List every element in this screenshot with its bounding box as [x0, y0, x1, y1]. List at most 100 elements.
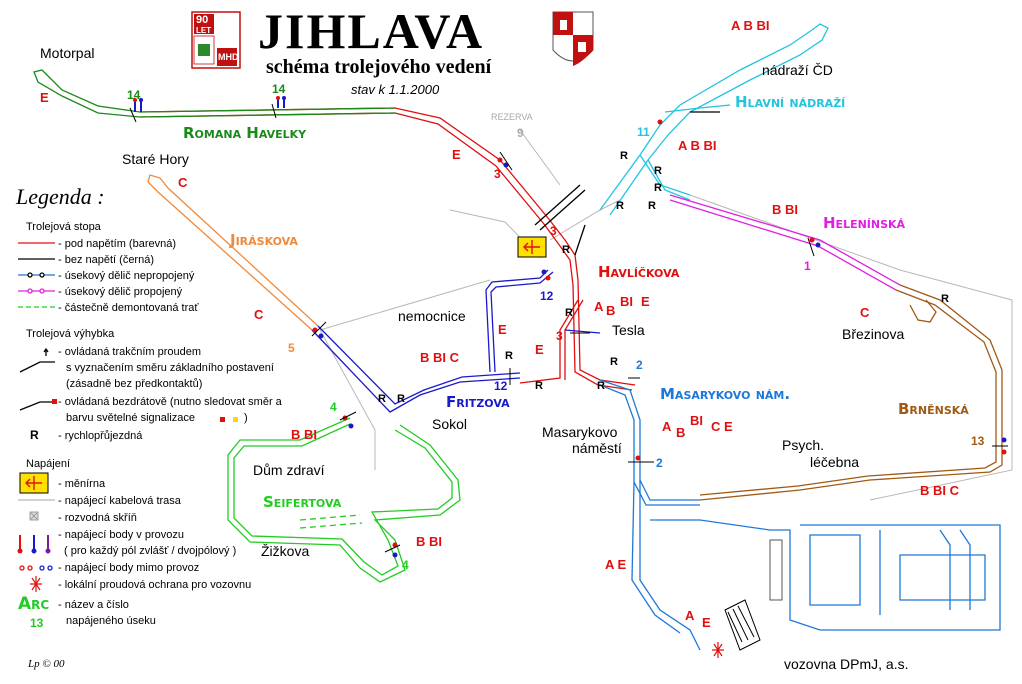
lines-havlickova-e: E — [641, 294, 650, 309]
route-green-havelky — [33, 69, 396, 118]
legend-p3: - rozvodná skříň — [58, 512, 137, 524]
dead-wire — [534, 111, 720, 256]
legend-title: Legenda : — [16, 184, 105, 209]
legend-p7-sample: Arc — [18, 594, 50, 614]
legend-trolley-head: Trolejová stopa — [26, 221, 101, 233]
num-3c: 3 — [556, 329, 563, 343]
badge-top: 90 — [196, 14, 209, 26]
legend-t2: - bez napětí (černá) — [58, 254, 154, 266]
place-sokol: Sokol — [432, 416, 468, 432]
route-blue-masarykovo — [599, 379, 1001, 651]
num-12b: 12 — [494, 379, 508, 393]
legend-p5: - napájecí body mimo provoz — [58, 562, 200, 574]
place-brezinova: Březinova — [842, 326, 905, 342]
lines-fritzova: B BI C — [420, 350, 459, 365]
r-marker: R — [535, 380, 543, 392]
lines-masarykovo-bi: BI — [690, 413, 703, 428]
lines-jiraskova-b: B BI — [291, 427, 317, 442]
num-14b: 14 — [272, 82, 286, 96]
num-5: 5 — [288, 341, 295, 355]
section-seifertova: Seifertova — [263, 493, 342, 511]
lines-stare-hory: C — [178, 175, 188, 190]
lines-brezinova: C — [860, 305, 870, 320]
section-heleninska: Helenínská — [823, 214, 906, 232]
lines-heleninska: B BI — [772, 202, 798, 217]
legend-p6: - lokální proudová ochrana pro vozovnu — [58, 579, 252, 591]
legend-s1b: s vyznačením směru základního postavení — [66, 362, 274, 374]
place-masarykovo-2: náměstí — [572, 440, 622, 456]
badge-mid: LET — [196, 26, 212, 35]
lines-zizkova-b: B BI — [416, 534, 442, 549]
section-dividers — [129, 103, 1008, 553]
r-marker: R — [378, 393, 386, 405]
r-marker: R — [505, 350, 513, 362]
r-marker: R — [654, 165, 662, 177]
num-1: 1 — [804, 259, 811, 273]
legend-t3: - úsekový dělič nepropojený — [58, 270, 195, 282]
legend-p7b: napájeného úseku — [66, 615, 156, 627]
r-marker: R — [654, 182, 662, 194]
route-brown-brnenska — [699, 284, 1003, 501]
place-psych-1: Psych. — [782, 437, 825, 453]
place-dum-zdravi: Dům zdraví — [253, 462, 325, 478]
num-14a: 14 — [127, 88, 141, 102]
r-marker: R — [648, 200, 656, 212]
num-2a: 2 — [636, 358, 643, 372]
legend-t1: - pod napětím (barevná) — [58, 238, 177, 250]
footer-credit: Lp © 00 — [28, 658, 65, 670]
legend-t4: - úsekový dělič propojený — [58, 286, 183, 298]
r-marker: R — [565, 307, 573, 319]
lines-motorpal: E — [40, 90, 49, 105]
legend-p7: - název a číslo — [58, 599, 129, 611]
legend-p7-num: 13 — [30, 616, 44, 630]
section-jiraskova: Jiráskova — [230, 231, 298, 249]
lines-psych: B BI C — [920, 483, 959, 498]
map-title: JIHLAVA — [258, 3, 485, 59]
num-11: 11 — [637, 125, 650, 139]
place-tesla: Tesla — [612, 322, 645, 338]
legend-s1: - ovládaná trakčním proudem — [58, 346, 202, 358]
lines-masarykovo-a: A — [662, 419, 672, 434]
section-havelky: Romana Havelky — [183, 124, 307, 142]
legend-s3-symbol: R — [30, 428, 39, 442]
lines-e-route: E — [452, 147, 461, 162]
route-red-e — [139, 107, 636, 391]
local-protection-mark — [712, 642, 724, 658]
num-2b: 2 — [656, 456, 663, 470]
lines-c-route: C — [254, 307, 264, 322]
place-motorpal: Motorpal — [40, 45, 95, 61]
r-marker: R — [620, 150, 628, 162]
legend-power-head: Napájení — [26, 458, 71, 470]
map-date: stav k 1.1.2000 — [351, 82, 440, 97]
num-3a: 3 — [494, 167, 501, 181]
r-marker: R — [562, 244, 570, 256]
lines-nadrazi: A B BI — [731, 18, 770, 33]
r-marker: R — [597, 380, 605, 392]
num-13: 13 — [971, 434, 985, 448]
lines-vozovna-a: A — [685, 608, 695, 623]
place-zizkova: Žižkova — [261, 543, 310, 559]
legend-s2c: ) — [244, 412, 248, 424]
legend-samples — [17, 242, 238, 592]
section-havlickova: Havlíčkova — [598, 263, 680, 281]
substation-icon — [517, 236, 547, 258]
section-hlavni: Hlavní nádraží — [735, 93, 846, 111]
lines-havlickova-a: A — [594, 299, 604, 314]
lines-masarykovo-ce: C E — [711, 419, 733, 434]
legend-t5: - částečně demontovaná trať — [58, 302, 199, 314]
num-4b: 4 — [402, 558, 409, 572]
r-marker: R — [610, 356, 618, 368]
lines-nemocnice-e: E — [498, 322, 507, 337]
r-marker: R — [941, 293, 949, 305]
lines-hlavni: A B BI — [678, 138, 717, 153]
section-fritzova: Fritzova — [446, 393, 510, 411]
legend-p4b: ( pro každý pól zvlášť / dvojpólový ) — [64, 545, 237, 557]
place-nemocnice: nemocnice — [398, 308, 466, 324]
place-stare-hory: Staré Hory — [122, 151, 189, 167]
num-4a: 4 — [330, 400, 337, 414]
anniversary-logo — [191, 11, 241, 69]
r-marker: R — [616, 200, 624, 212]
num-3b: 3 — [550, 224, 557, 238]
badge-bottom: MHD — [218, 52, 239, 62]
section-masarykovo: Masarykovo nám. — [660, 385, 791, 403]
